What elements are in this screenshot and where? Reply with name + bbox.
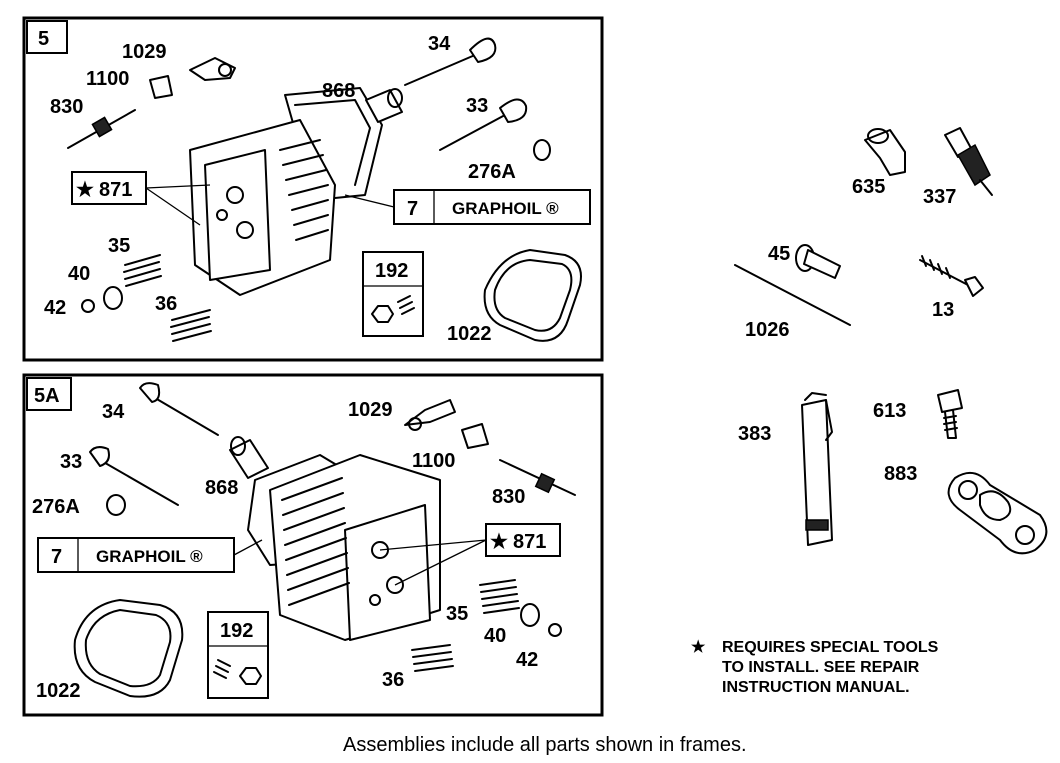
part-40-bottom: [520, 603, 540, 627]
label-13: 13: [932, 299, 954, 321]
label-635: 635: [852, 176, 885, 198]
part-36-bottom: [411, 644, 454, 672]
callout-871-top: ★ 871: [71, 171, 211, 226]
part-635: [864, 128, 906, 176]
note-line-3: INSTRUCTION MANUAL.: [722, 679, 910, 696]
label-192-bottom: 192: [220, 620, 253, 642]
label-40-bottom: 40: [484, 625, 506, 647]
label-graphoil-top: GRAPHOIL ®: [452, 199, 559, 218]
part-276a-bottom: [106, 494, 126, 516]
label-1100-top: 1100: [86, 68, 129, 90]
svg-text:★: ★: [76, 179, 94, 201]
label-40-top: 40: [68, 263, 90, 285]
label-1029-bottom: 1029: [348, 399, 393, 421]
label-613: 613: [873, 400, 906, 422]
footer-caption: Assemblies include all parts shown in fr…: [343, 734, 747, 756]
part-1100-bottom: [461, 423, 489, 449]
label-383: 383: [738, 423, 771, 445]
label-35-bottom: 35: [446, 603, 468, 625]
label-1022-bottom: 1022: [36, 680, 81, 702]
part-1029-bottom: [404, 399, 456, 431]
label-36-bottom: 36: [382, 669, 404, 691]
part-276a-top: [533, 139, 551, 161]
frame-5a: 5A 34 868 33 276A: [22, 373, 604, 717]
callout-graphoil-bottom: 7 GRAPHOIL ®: [37, 537, 263, 573]
label-830-top: 830: [50, 96, 83, 118]
part-35-top: [123, 254, 162, 287]
cylinder-head-top: [189, 87, 383, 296]
label-276a-bottom: 276A: [32, 496, 80, 518]
part-35-bottom: [479, 579, 520, 614]
part-42-bottom: [548, 623, 562, 637]
part-383: [801, 392, 833, 546]
label-45: 45: [768, 243, 790, 265]
part-34-bottom: [139, 382, 219, 436]
label-868-top: 868: [322, 80, 355, 102]
part-40-top: [103, 286, 123, 310]
part-45: [795, 244, 841, 279]
part-868-bottom: [229, 436, 269, 479]
part-33-bottom: [89, 446, 179, 506]
label-276a-top: 276A: [468, 161, 516, 183]
label-871-top: 871: [99, 179, 132, 201]
label-graphoil-num-top: 7: [407, 198, 418, 220]
label-337: 337: [923, 186, 956, 208]
frame-5-id-box: [26, 20, 68, 54]
loose-parts: 635 337 45 1026 13 383: [734, 127, 1048, 555]
frame-5-id: 5: [38, 28, 49, 50]
note-line-1: REQUIRES SPECIAL TOOLS: [722, 639, 939, 656]
svg-text:★: ★: [490, 531, 508, 553]
part-1029-top: [189, 57, 236, 81]
label-33-top: 33: [466, 95, 488, 117]
label-graphoil-num-bottom: 7: [51, 546, 62, 568]
part-613: [937, 389, 963, 439]
part-13: [919, 255, 984, 297]
label-1029-top: 1029: [122, 41, 167, 63]
label-1022-top: 1022: [447, 323, 492, 345]
frame-5a-id: 5A: [34, 385, 60, 407]
part-1022-bottom: [73, 599, 184, 698]
part-34-top: [404, 37, 497, 86]
part-1026: [734, 264, 851, 326]
frame-5: 5 1029 1100 830: [22, 16, 604, 362]
part-883: [947, 471, 1048, 555]
callout-192-top: 192: [362, 251, 424, 337]
callout-871-bottom: ★ 871: [379, 523, 561, 586]
label-192-top: 192: [375, 260, 408, 282]
part-337: [944, 127, 993, 196]
special-tools-note: ★ REQUIRES SPECIAL TOOLS TO INSTALL. SEE…: [691, 639, 939, 696]
part-42-top: [81, 299, 95, 313]
part-1022-top: [483, 249, 582, 342]
label-883: 883: [884, 463, 917, 485]
label-36-top: 36: [155, 293, 177, 315]
note-line-2: TO INSTALL. SEE REPAIR: [722, 659, 920, 676]
label-42-top: 42: [44, 297, 66, 319]
label-graphoil-bottom: GRAPHOIL ®: [96, 547, 203, 566]
callout-192-bottom: 192: [207, 611, 269, 699]
label-830-bottom: 830: [492, 486, 525, 508]
part-1100-top: [149, 75, 173, 99]
cylinder-head-bottom: [247, 454, 441, 641]
part-33-top: [439, 98, 528, 151]
part-830-bottom: [499, 459, 576, 496]
part-868-top: [365, 88, 403, 123]
label-34-bottom: 34: [102, 401, 125, 423]
label-1026: 1026: [745, 319, 790, 341]
label-33-bottom: 33: [60, 451, 82, 473]
label-868-bottom: 868: [205, 477, 238, 499]
note-star-icon: ★: [691, 639, 706, 656]
label-42-bottom: 42: [516, 649, 538, 671]
label-34-top: 34: [428, 33, 451, 55]
frame-5a-id-box: [26, 377, 72, 411]
label-1100-bottom: 1100: [412, 450, 455, 472]
label-871-bottom: 871: [513, 531, 546, 553]
callout-graphoil-top: 7 GRAPHOIL ®: [344, 189, 591, 225]
part-830-top: [67, 109, 136, 149]
part-36-top: [170, 309, 212, 342]
label-35-top: 35: [108, 235, 130, 257]
